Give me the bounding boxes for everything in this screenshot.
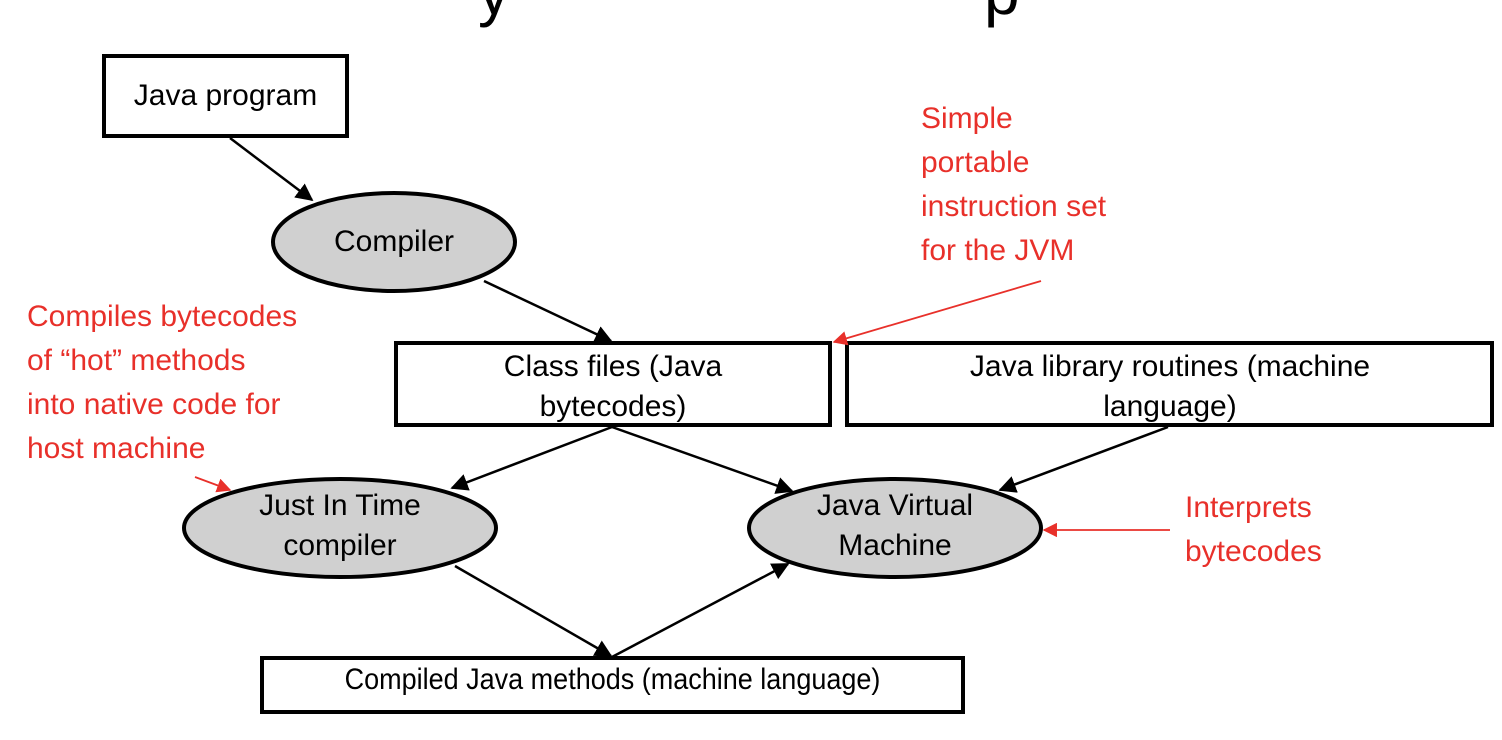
node-jvm-label: Java Virtual Machine <box>816 489 974 562</box>
node-jit-compiler-ellipse <box>182 477 498 579</box>
node-class-files-box <box>394 341 832 427</box>
annotation-line: into native code for <box>27 388 281 421</box>
node-compiler-ellipse <box>271 191 517 293</box>
annotation-jit-note: Compiles bytecodes of “hot” methods into… <box>27 295 297 471</box>
node-compiler-label: Compiler <box>333 225 455 258</box>
edge-compiler-to-class-files <box>483 279 613 343</box>
node-library-routines-label: Java library routines (machine language) <box>969 350 1371 423</box>
edge-class-files-to-jvm <box>611 425 794 494</box>
title-fragment: p <box>984 0 1020 24</box>
annotation-line: Interprets <box>1185 491 1312 524</box>
edge-class-files-to-jit <box>450 425 613 491</box>
annotation-line: instruction set <box>921 190 1107 223</box>
annotation-line: bytecodes <box>1185 535 1322 568</box>
annotation-jvm-note: Interprets bytecodes <box>1185 486 1322 574</box>
annotation-line: of “hot” methods <box>27 344 246 377</box>
annotation-bytecode-note: Simple portable instruction set for the … <box>921 97 1106 273</box>
node-java-program-label: Java program <box>133 79 318 112</box>
annotation-line: Simple <box>921 102 1013 135</box>
edge-jit-to-compiled-methods <box>454 564 613 658</box>
edge-compiled-methods-to-jvm <box>611 562 790 659</box>
edge-library-to-jvm <box>998 425 1169 493</box>
annotation-line: host machine <box>27 432 206 465</box>
node-compiled-methods-box <box>260 656 965 714</box>
annotation-pointer-jit <box>194 476 232 493</box>
node-compiled-methods-label: Compiled Java methods (machine language) <box>344 663 881 696</box>
annotation-pointer-bytecode <box>832 280 1042 346</box>
annotation-line: for the JVM <box>921 234 1075 267</box>
node-java-program-box <box>102 54 349 138</box>
node-class-files-label: Class files (Java bytecodes) <box>503 350 723 423</box>
node-library-routines-box <box>845 341 1494 427</box>
annotation-line: portable <box>921 146 1030 179</box>
title-fragment: y <box>478 0 510 24</box>
annotation-line: Compiles bytecodes <box>27 300 298 333</box>
node-jvm-ellipse <box>747 477 1043 579</box>
node-jit-compiler-label: Just In Time compiler <box>259 489 421 562</box>
edge-java-program-to-compiler <box>229 137 314 202</box>
